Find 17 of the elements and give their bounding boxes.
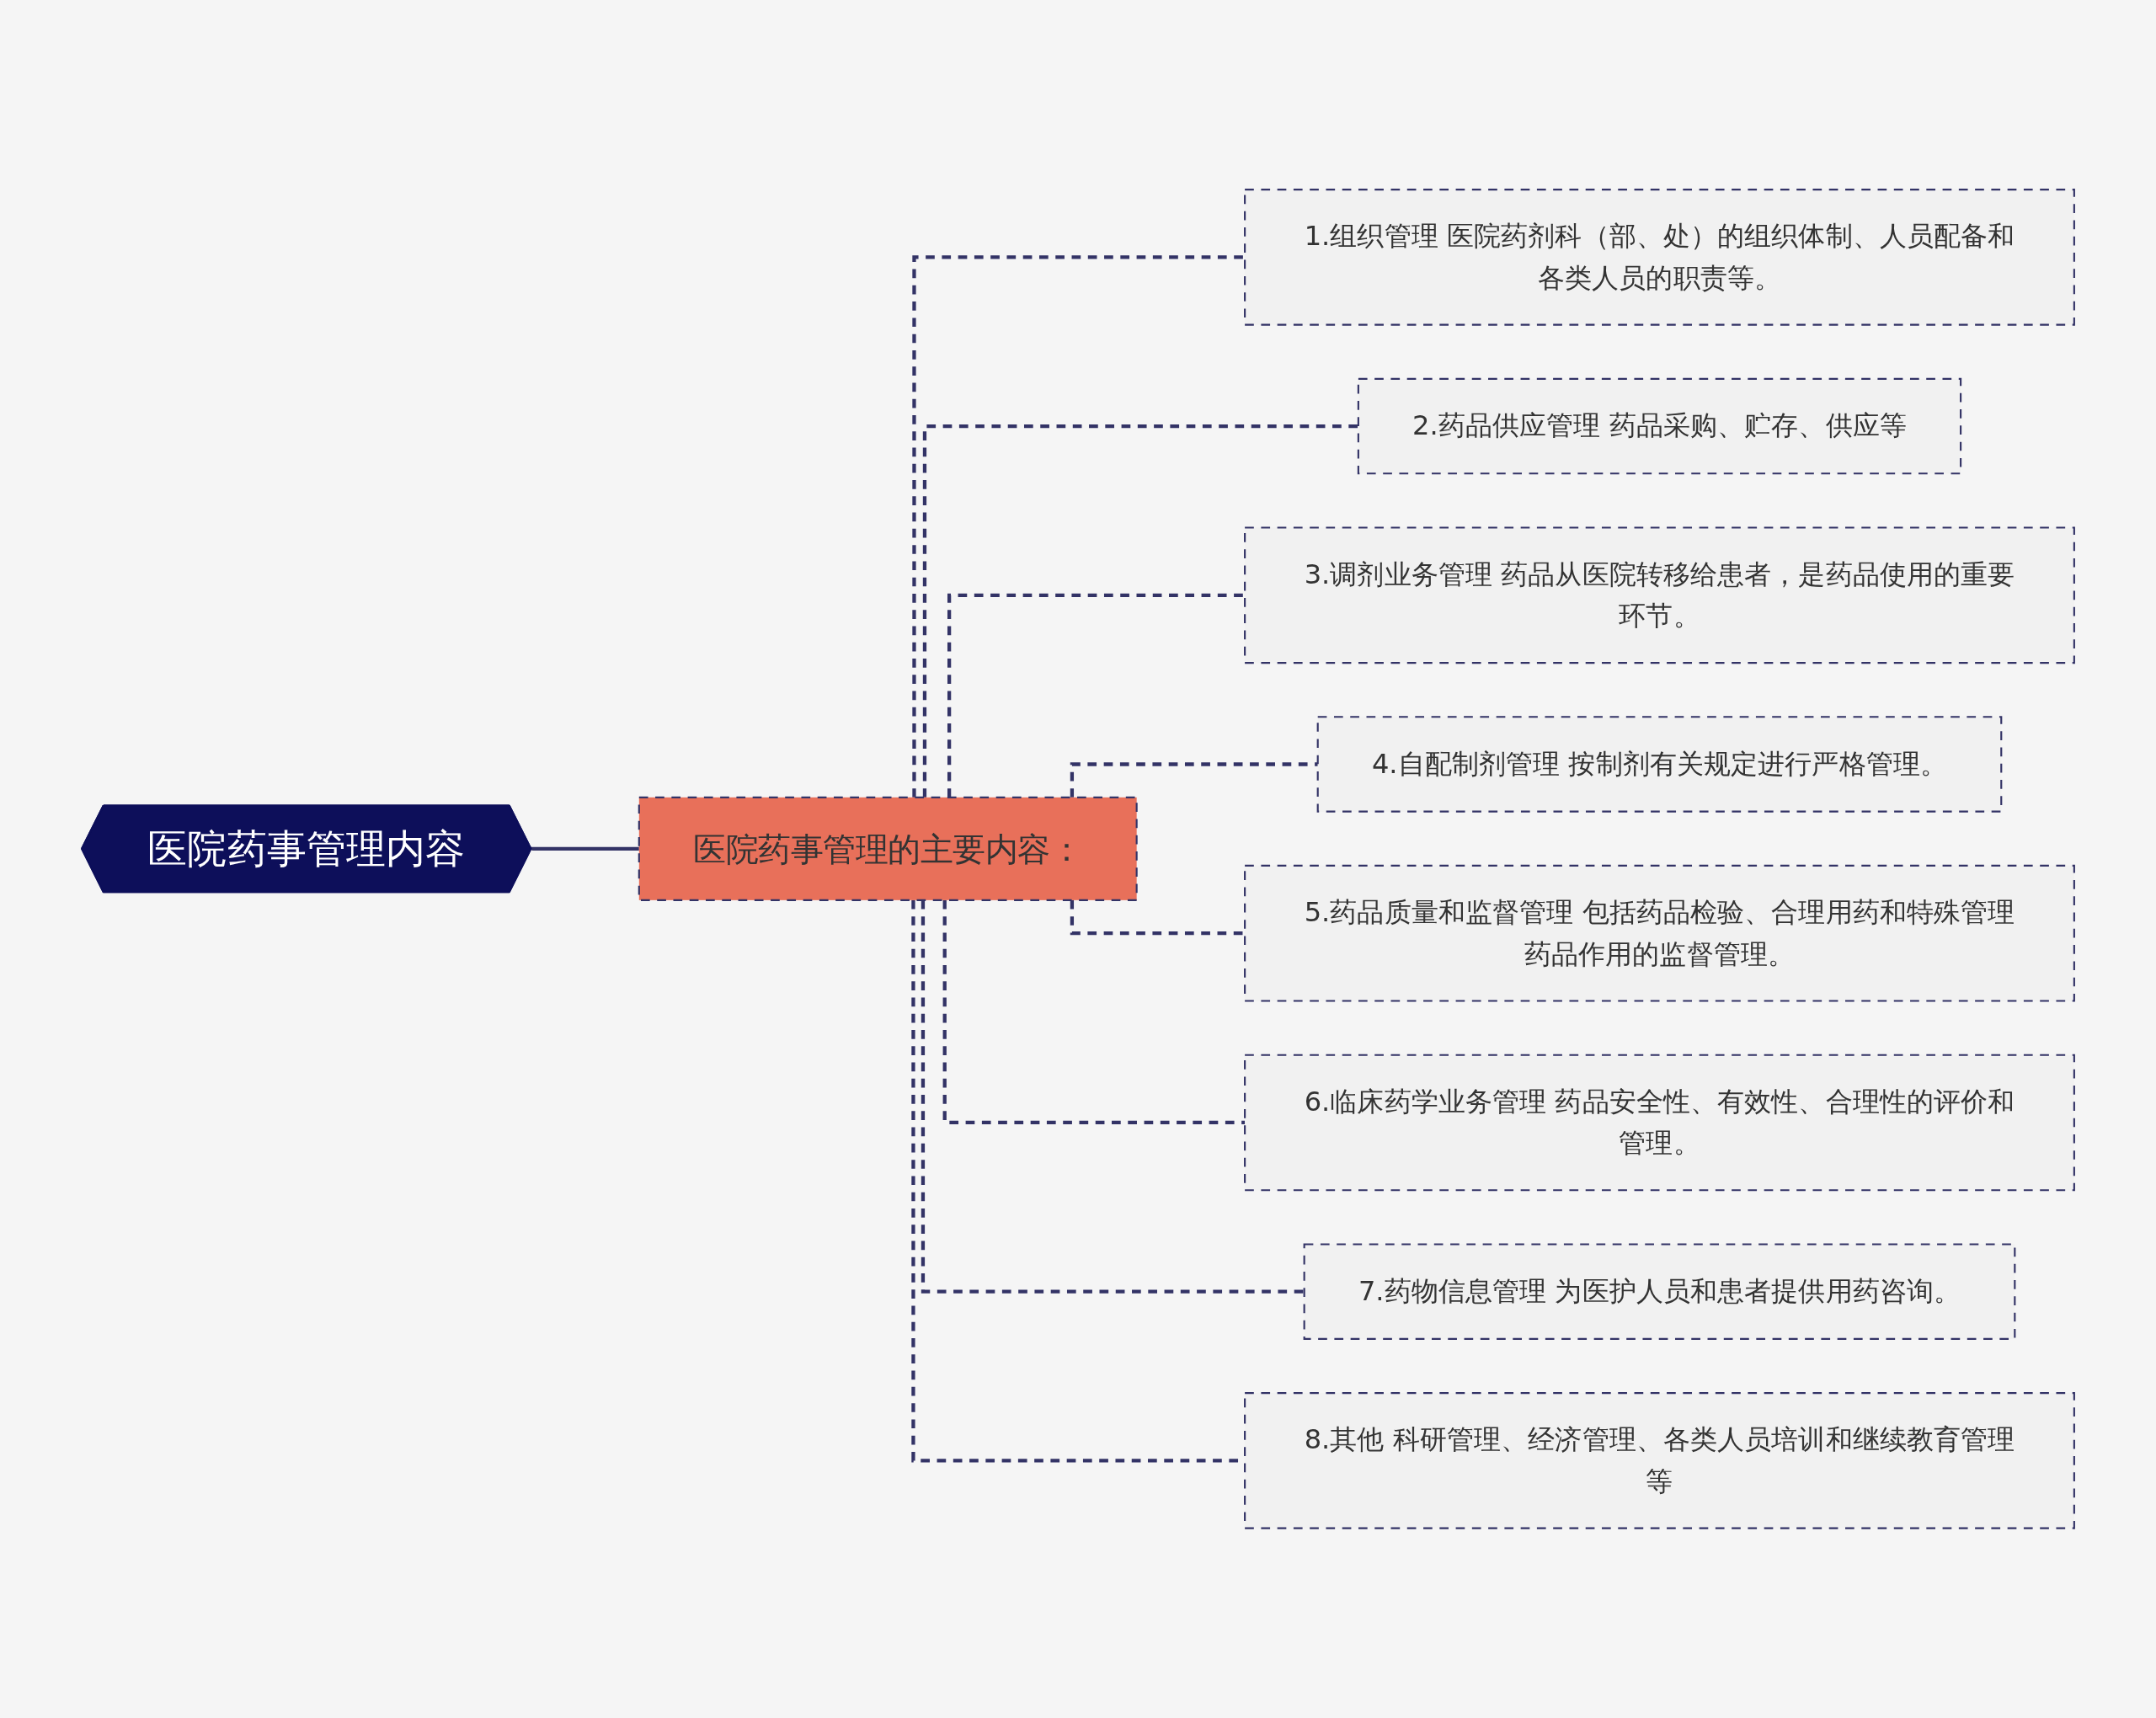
node-box: 3.调剂业务管理 药品从医院转移给患者，是药品使用的重要环节。: [1244, 526, 2075, 664]
connector: [912, 255, 1246, 798]
node-box: 7.药物信息管理 为医护人员和患者提供用药咨询。: [1303, 1243, 2016, 1341]
node-box: 4.自配制剂管理 按制剂有关规定进行严格管理。: [1316, 716, 2003, 813]
connector: [911, 899, 1246, 1463]
connector: [942, 899, 1246, 1125]
connector: [1070, 762, 1318, 798]
node-box: 1.组织管理 医院药剂科（部、处）的组织体制、人员配备和各类人员的职责等。: [1244, 189, 2075, 326]
connector: [530, 846, 639, 851]
node-box: 2.药品供应管理 药品采购、贮存、供应等: [1357, 377, 1962, 475]
node-box: 8.其他 科研管理、经济管理、各类人员培训和继续教育管理等: [1244, 1392, 2075, 1529]
connector: [947, 593, 1246, 798]
connector: [922, 424, 1358, 798]
node-box: 医院药事管理的主要内容：: [638, 796, 1138, 902]
node-box: 5.药品质量和监督管理 包括药品检验、合理用药和特殊管理药品作用的监督管理。: [1244, 864, 2075, 1002]
node-box: 6.临床药学业务管理 药品安全性、有效性、合理性的评价和管理。: [1244, 1054, 2075, 1192]
connector: [921, 899, 1305, 1294]
